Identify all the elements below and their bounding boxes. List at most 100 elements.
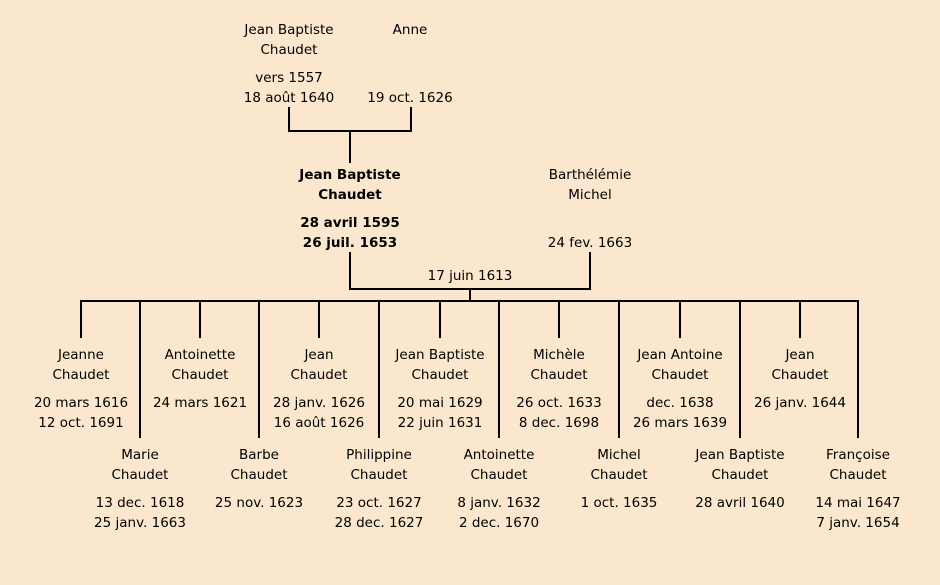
death-date: 22 juin 1631 — [397, 415, 483, 431]
death-date: 25 janv. 1663 — [94, 515, 186, 531]
connector-line — [378, 300, 380, 438]
person-name: Jean Baptiste — [395, 347, 485, 363]
person-surname: Chaudet — [470, 467, 528, 483]
birth-date: 26 janv. 1644 — [754, 395, 846, 411]
birth-date: 28 avril 1595 — [300, 215, 400, 231]
connector-line — [558, 300, 560, 338]
death-date: 12 oct. 1691 — [38, 415, 124, 431]
person-francoise-chaudet: Françoise Chaudet 14 mai 1647 7 janv. 16… — [815, 445, 900, 533]
death-date: 8 dec. 1698 — [518, 415, 600, 431]
birth-date — [548, 213, 632, 233]
person-surname: Chaudet — [52, 367, 110, 383]
person-antoinette-chaudet-2: Antoinette Chaudet 8 janv. 1632 2 dec. 1… — [457, 445, 540, 533]
person-name: Jean Baptiste — [695, 447, 785, 463]
person-surname: Chaudet — [230, 467, 288, 483]
person-surname — [367, 40, 452, 60]
person-jean-baptiste-chaudet-child2: Jean Baptiste Chaudet 28 avril 1640 — [695, 445, 784, 533]
person-barbe-chaudet: Barbe Chaudet 25 nov. 1623 — [215, 445, 303, 533]
birth-date: 25 nov. 1623 — [214, 495, 304, 511]
connector-line — [739, 300, 741, 438]
person-surname: Chaudet — [111, 467, 169, 483]
person-jeanne-chaudet: Jeanne Chaudet 20 mars 1616 12 oct. 1691 — [34, 345, 128, 433]
death-date — [581, 513, 658, 533]
birth-date: 28 avril 1640 — [695, 495, 785, 511]
connector-line — [288, 107, 290, 132]
person-surname: Chaudet — [530, 367, 588, 383]
person-surname: Chaudet — [411, 367, 469, 383]
person-name: Jean — [785, 347, 815, 363]
connector-line — [679, 300, 681, 338]
person-jean-baptiste-chaudet-sr: Jean Baptiste Chaudet vers 1557 18 août … — [244, 20, 335, 108]
connector-line — [318, 300, 320, 338]
death-date: 26 mars 1639 — [632, 415, 728, 431]
person-michele-chaudet: Michèle Chaudet 26 oct. 1633 8 dec. 1698 — [516, 345, 601, 433]
person-name: Antoinette — [164, 347, 236, 363]
person-surname: Chaudet — [350, 467, 408, 483]
person-surname: Chaudet — [590, 467, 648, 483]
person-name: Jean — [304, 347, 334, 363]
birth-date: 1 oct. 1635 — [580, 495, 658, 511]
death-date — [153, 413, 247, 433]
death-date — [215, 513, 303, 533]
birth-date: 14 mai 1647 — [815, 495, 901, 511]
connector-line — [80, 300, 82, 338]
person-jean-baptiste-chaudet-child1: Jean Baptiste Chaudet 20 mai 1629 22 jui… — [395, 345, 484, 433]
person-philippine-chaudet: Philippine Chaudet 23 oct. 1627 28 dec. … — [335, 445, 424, 533]
person-surname: Chaudet — [651, 367, 709, 383]
connector-line — [498, 300, 500, 438]
person-surname: Chaudet — [171, 367, 229, 383]
death-date: 7 janv. 1654 — [816, 515, 900, 531]
person-name: Antoinette — [463, 447, 535, 463]
birth-date: 20 mai 1629 — [397, 395, 483, 411]
birth-date: 28 janv. 1626 — [273, 395, 365, 411]
person-surname: Chaudet — [290, 367, 348, 383]
birth-date — [367, 68, 452, 88]
person-jean-chaudet-2: Jean Chaudet 26 janv. 1644 — [754, 345, 846, 433]
birth-date: 8 janv. 1632 — [457, 495, 541, 511]
birth-date: 20 mars 1616 — [33, 395, 129, 411]
person-name: Jeanne — [58, 347, 104, 363]
person-name: Jean Baptiste — [299, 167, 401, 183]
death-date — [695, 513, 784, 533]
connector-line — [618, 300, 620, 438]
person-michel-chaudet: Michel Chaudet 1 oct. 1635 — [581, 445, 658, 533]
person-name: Barthélémie — [548, 167, 632, 183]
connector-line — [799, 300, 801, 338]
person-jean-antoine-chaudet: Jean Antoine Chaudet dec. 1638 26 mars 1… — [633, 345, 727, 433]
connector-line — [469, 288, 471, 300]
death-date: 18 août 1640 — [243, 90, 335, 106]
death-date: 2 dec. 1670 — [458, 515, 540, 531]
birth-date: vers 1557 — [255, 70, 323, 86]
person-name: Jean Antoine — [637, 347, 723, 363]
connector-line — [258, 300, 260, 438]
connector-line — [139, 300, 141, 438]
death-date: 26 juil. 1653 — [302, 235, 398, 251]
person-surname: Michel — [568, 187, 612, 203]
person-jean-chaudet-1: Jean Chaudet 28 janv. 1626 16 août 1626 — [273, 345, 365, 433]
person-barthelemie-michel: Barthélémie Michel 24 fev. 1663 — [548, 165, 632, 253]
person-anne: Anne 19 oct. 1626 — [367, 20, 452, 108]
death-date: 16 août 1626 — [273, 415, 365, 431]
birth-date: 26 oct. 1633 — [516, 395, 602, 411]
person-surname: Chaudet — [260, 42, 318, 58]
connector-line — [349, 130, 351, 163]
person-name: Barbe — [239, 447, 279, 463]
person-surname: Chaudet — [318, 187, 382, 203]
person-surname: Chaudet — [829, 467, 887, 483]
person-antoinette-chaudet-1: Antoinette Chaudet 24 mars 1621 — [153, 345, 247, 433]
person-jean-baptiste-chaudet-jr: Jean Baptiste Chaudet 28 avril 1595 26 j… — [299, 165, 400, 253]
connector-line — [439, 300, 441, 338]
connector-line — [349, 252, 351, 289]
death-date: 24 fev. 1663 — [547, 235, 633, 251]
person-name: Philippine — [346, 447, 412, 463]
person-surname: Chaudet — [771, 367, 829, 383]
connector-line — [857, 300, 859, 438]
person-surname: Chaudet — [711, 467, 769, 483]
birth-date: 23 oct. 1627 — [336, 495, 422, 511]
birth-date: 24 mars 1621 — [152, 395, 248, 411]
sibling-line — [80, 300, 859, 302]
death-date — [754, 413, 846, 433]
person-name: Anne — [392, 22, 428, 38]
death-date: 19 oct. 1626 — [367, 90, 453, 106]
